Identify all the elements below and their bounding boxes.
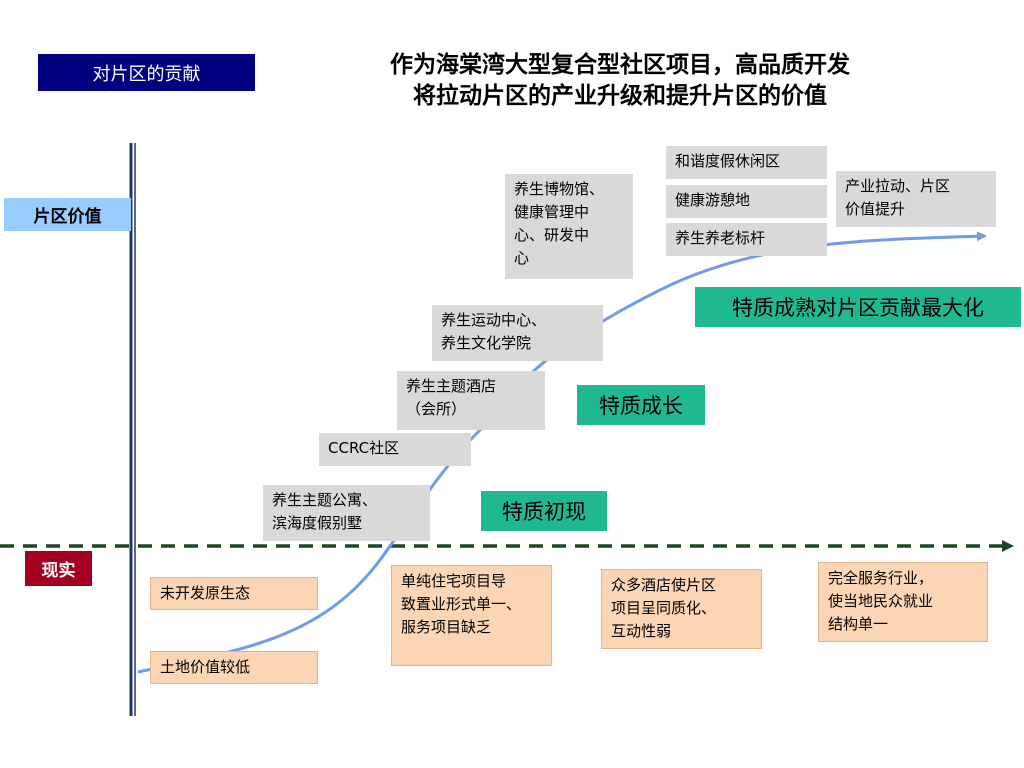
- box-line: 土地价值较低: [160, 658, 251, 676]
- project-box-ccrc: CCRC社区: [319, 433, 471, 466]
- box-line: 完全服务行业，: [828, 569, 934, 587]
- title-line-2: 将拉动片区的产业升级和提升片区的价值: [413, 83, 827, 109]
- box-line: 心、研发中: [514, 226, 590, 244]
- box-line: 互动性弱: [611, 622, 672, 640]
- reality-box-service-industry: 完全服务行业， 使当地民众就业 结构单一: [818, 562, 988, 642]
- box-line: 养生养老标杆: [675, 229, 766, 247]
- box-line: 和谐度假休闲区: [675, 152, 781, 170]
- box-line: 单纯住宅项目导: [401, 572, 507, 590]
- project-box-apartment: 养生主题公寓、 滨海度假别墅: [263, 485, 430, 541]
- box-line: 众多酒店使片区: [611, 576, 717, 594]
- project-box-museum: 养生博物馆、 健康管理中 心、研发中 心: [505, 174, 633, 279]
- reality-box-single-residential: 单纯住宅项目导 致置业形式单一、 服务项目缺乏: [391, 565, 552, 666]
- reality-box-undeveloped: 未开发原生态: [150, 577, 318, 610]
- page-title: 作为海棠湾大型复合型社区项目，高品质开发 将拉动片区的产业升级和提升片区的价值: [300, 50, 940, 112]
- box-line: 养生主题公寓、: [272, 491, 378, 509]
- box-line: 养生运动中心、: [441, 311, 547, 329]
- box-line: 未开发原生态: [160, 584, 251, 602]
- stage-mature: 特质成熟对片区贡献最大化: [695, 287, 1021, 327]
- project-box-sports: 养生运动中心、 养生文化学院: [432, 305, 603, 361]
- section-tag: 对片区的贡献: [38, 54, 255, 91]
- box-line: 服务项目缺乏: [401, 618, 492, 636]
- box-line: 心: [514, 249, 530, 267]
- value-axis-label: 片区价值: [4, 198, 131, 231]
- stage-grow: 特质成长: [577, 385, 705, 425]
- box-line: 养生主题酒店: [406, 377, 497, 395]
- project-box-hotel: 养生主题酒店 （会所）: [397, 371, 545, 430]
- box-line: 使当地民众就业: [828, 592, 934, 610]
- stage-emerge: 特质初现: [481, 491, 607, 531]
- reality-box-low-land: 土地价值较低: [150, 651, 318, 684]
- project-box-eldercare: 养生养老标杆: [666, 223, 827, 256]
- box-line: 致置业形式单一、: [401, 595, 522, 613]
- box-line: 价值提升: [845, 200, 906, 218]
- project-box-resort: 和谐度假休闲区: [666, 146, 827, 179]
- project-box-wellness: 健康游憩地: [666, 185, 827, 218]
- reality-box-hotel-homogeneous: 众多酒店使片区 项目呈同质化、 互动性弱: [601, 569, 762, 649]
- box-line: 滨海度假别墅: [272, 514, 363, 532]
- title-line-1: 作为海棠湾大型复合型社区项目，高品质开发: [390, 52, 850, 78]
- box-line: 项目呈同质化、: [611, 599, 717, 617]
- reality-axis-label: 现实: [25, 551, 92, 586]
- box-line: 产业拉动、片区: [845, 177, 951, 195]
- box-line: 健康管理中: [514, 203, 590, 221]
- box-line: （会所）: [406, 400, 467, 418]
- box-line: 养生博物馆、: [514, 180, 605, 198]
- box-line: 健康游憩地: [675, 191, 751, 209]
- box-line: CCRC社区: [328, 439, 400, 457]
- project-box-uplift: 产业拉动、片区 价值提升: [836, 171, 996, 227]
- box-line: 养生文化学院: [441, 334, 532, 352]
- box-line: 结构单一: [828, 615, 889, 633]
